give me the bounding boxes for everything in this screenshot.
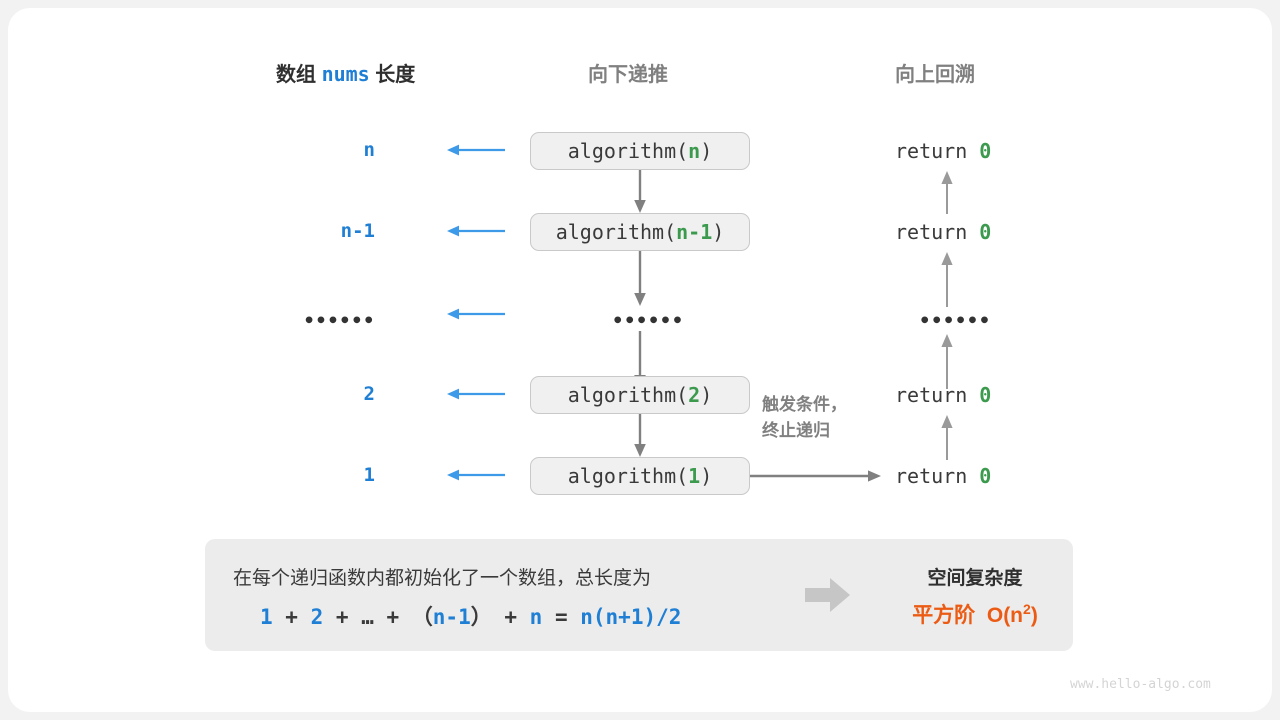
call-box-row-1-prefix: algorithm( <box>567 139 689 163</box>
return-value-row-1: 0 <box>979 139 992 163</box>
termination-annotation: 触发条件， 终止递归 <box>762 392 847 444</box>
result-arrow-icon <box>805 575 851 615</box>
return-label-row-2: return 0 <box>895 220 991 244</box>
left-arrow-row-1 <box>445 140 507 160</box>
call-box-row-1[interactable]: algorithm(n) <box>530 132 750 170</box>
formula-term-nminus1: n-1 <box>432 605 471 629</box>
formula-op-2: + <box>323 605 362 629</box>
summary-box: 在每个递归函数内都初始化了一个数组，总长度为 1 + 2 + … + （n-1）… <box>205 539 1073 651</box>
call-box-row-2-prefix: algorithm( <box>555 220 677 244</box>
header-right-column: 向上回溯 <box>895 64 975 86</box>
call-box-row-2[interactable]: algorithm(n-1) <box>530 213 750 251</box>
call-box-row-1-arg: n <box>688 139 701 163</box>
return-value-row-5: 0 <box>979 464 992 488</box>
header-left-column: 数组 nums 长度 <box>276 58 415 87</box>
call-box-row-4-arg: 2 <box>688 383 701 407</box>
return-text-row-2: return <box>895 220 980 244</box>
summary-formula: 1 + 2 + … + （n-1） + n = n(n+1)/2 <box>260 601 681 631</box>
call-box-row-5-arg: 1 <box>688 464 701 488</box>
formula-ellipsis: … <box>361 605 374 629</box>
down-arrow-1 <box>630 170 650 214</box>
up-arrow-2 <box>937 249 957 307</box>
complexity-label: 平方阶 <box>912 604 976 627</box>
call-box-row-2-arg: n-1 <box>676 220 713 244</box>
termination-annotation-line-1: 触发条件， <box>762 395 847 414</box>
termination-annotation-line-2: 终止递归 <box>762 421 830 440</box>
left-arrow-row-3 <box>445 304 507 324</box>
formula-paren-close: ） <box>470 605 492 629</box>
summary-description: 在每个递归函数内都初始化了一个数组，总长度为 <box>233 568 652 589</box>
left-arrow-row-4 <box>445 384 507 404</box>
summary-complexity: 平方阶 O(n2) <box>877 599 1073 629</box>
call-box-row-4-suffix: ) <box>700 383 713 407</box>
return-label-row-3-ellipsis: •••••• <box>919 310 991 332</box>
return-label-row-4: return 0 <box>895 383 991 407</box>
header-middle-column: 向下递推 <box>588 64 668 86</box>
down-arrow-2 <box>630 251 650 307</box>
header-left-code: nums <box>321 62 370 86</box>
watermark: www.hello-algo.com <box>1070 677 1211 692</box>
call-box-row-1-suffix: ) <box>700 139 713 163</box>
return-text-row-5: return <box>895 464 980 488</box>
up-arrow-3 <box>937 331 957 389</box>
formula-term-2: 2 <box>310 605 324 629</box>
return-value-row-2: 0 <box>979 220 992 244</box>
up-arrow-1 <box>937 168 957 214</box>
left-arrow-row-5 <box>445 465 507 485</box>
call-box-row-5[interactable]: algorithm(1) <box>530 457 750 495</box>
formula-term-n: n <box>529 605 543 629</box>
length-label-row-5: 1 <box>363 464 375 486</box>
formula-term-1: 1 <box>260 605 273 629</box>
length-label-row-1: n <box>363 139 375 161</box>
length-label-row-2: n-1 <box>340 220 375 242</box>
complexity-exponent: 2 <box>1023 601 1031 617</box>
call-box-row-4[interactable]: algorithm(2) <box>530 376 750 414</box>
return-label-row-1: return 0 <box>895 139 991 163</box>
summary-title: 空间复杂度 <box>927 568 1023 589</box>
down-arrow-4 <box>630 414 650 458</box>
left-arrow-row-2 <box>445 221 507 241</box>
formula-paren-open: （ <box>411 605 433 629</box>
call-box-row-5-prefix: algorithm( <box>567 464 689 488</box>
call-box-row-3-ellipsis: •••••• <box>612 310 684 332</box>
complexity-close-paren: ) <box>1030 604 1038 627</box>
return-label-row-5: return 0 <box>895 464 991 488</box>
formula-op-3: + <box>373 605 412 629</box>
formula-op-1: + <box>272 605 311 629</box>
length-label-row-4: 2 <box>363 383 375 405</box>
header-left-suffix: 长度 <box>375 64 416 86</box>
return-value-row-4: 0 <box>979 383 992 407</box>
up-arrow-4 <box>937 412 957 460</box>
return-text-row-4: return <box>895 383 980 407</box>
call-box-row-5-suffix: ) <box>700 464 713 488</box>
formula-equals: = <box>542 605 581 629</box>
formula-result: n(n+1)/2 <box>580 605 682 629</box>
complexity-big-o: O(n <box>986 604 1024 627</box>
header-left-prefix: 数组 <box>276 64 316 86</box>
call-box-row-2-suffix: ) <box>712 220 725 244</box>
length-label-row-3-ellipsis: •••••• <box>303 310 375 332</box>
base-case-arrow <box>750 466 882 486</box>
return-text-row-1: return <box>895 139 980 163</box>
call-box-row-4-prefix: algorithm( <box>567 383 689 407</box>
formula-op-4: + <box>491 605 530 629</box>
